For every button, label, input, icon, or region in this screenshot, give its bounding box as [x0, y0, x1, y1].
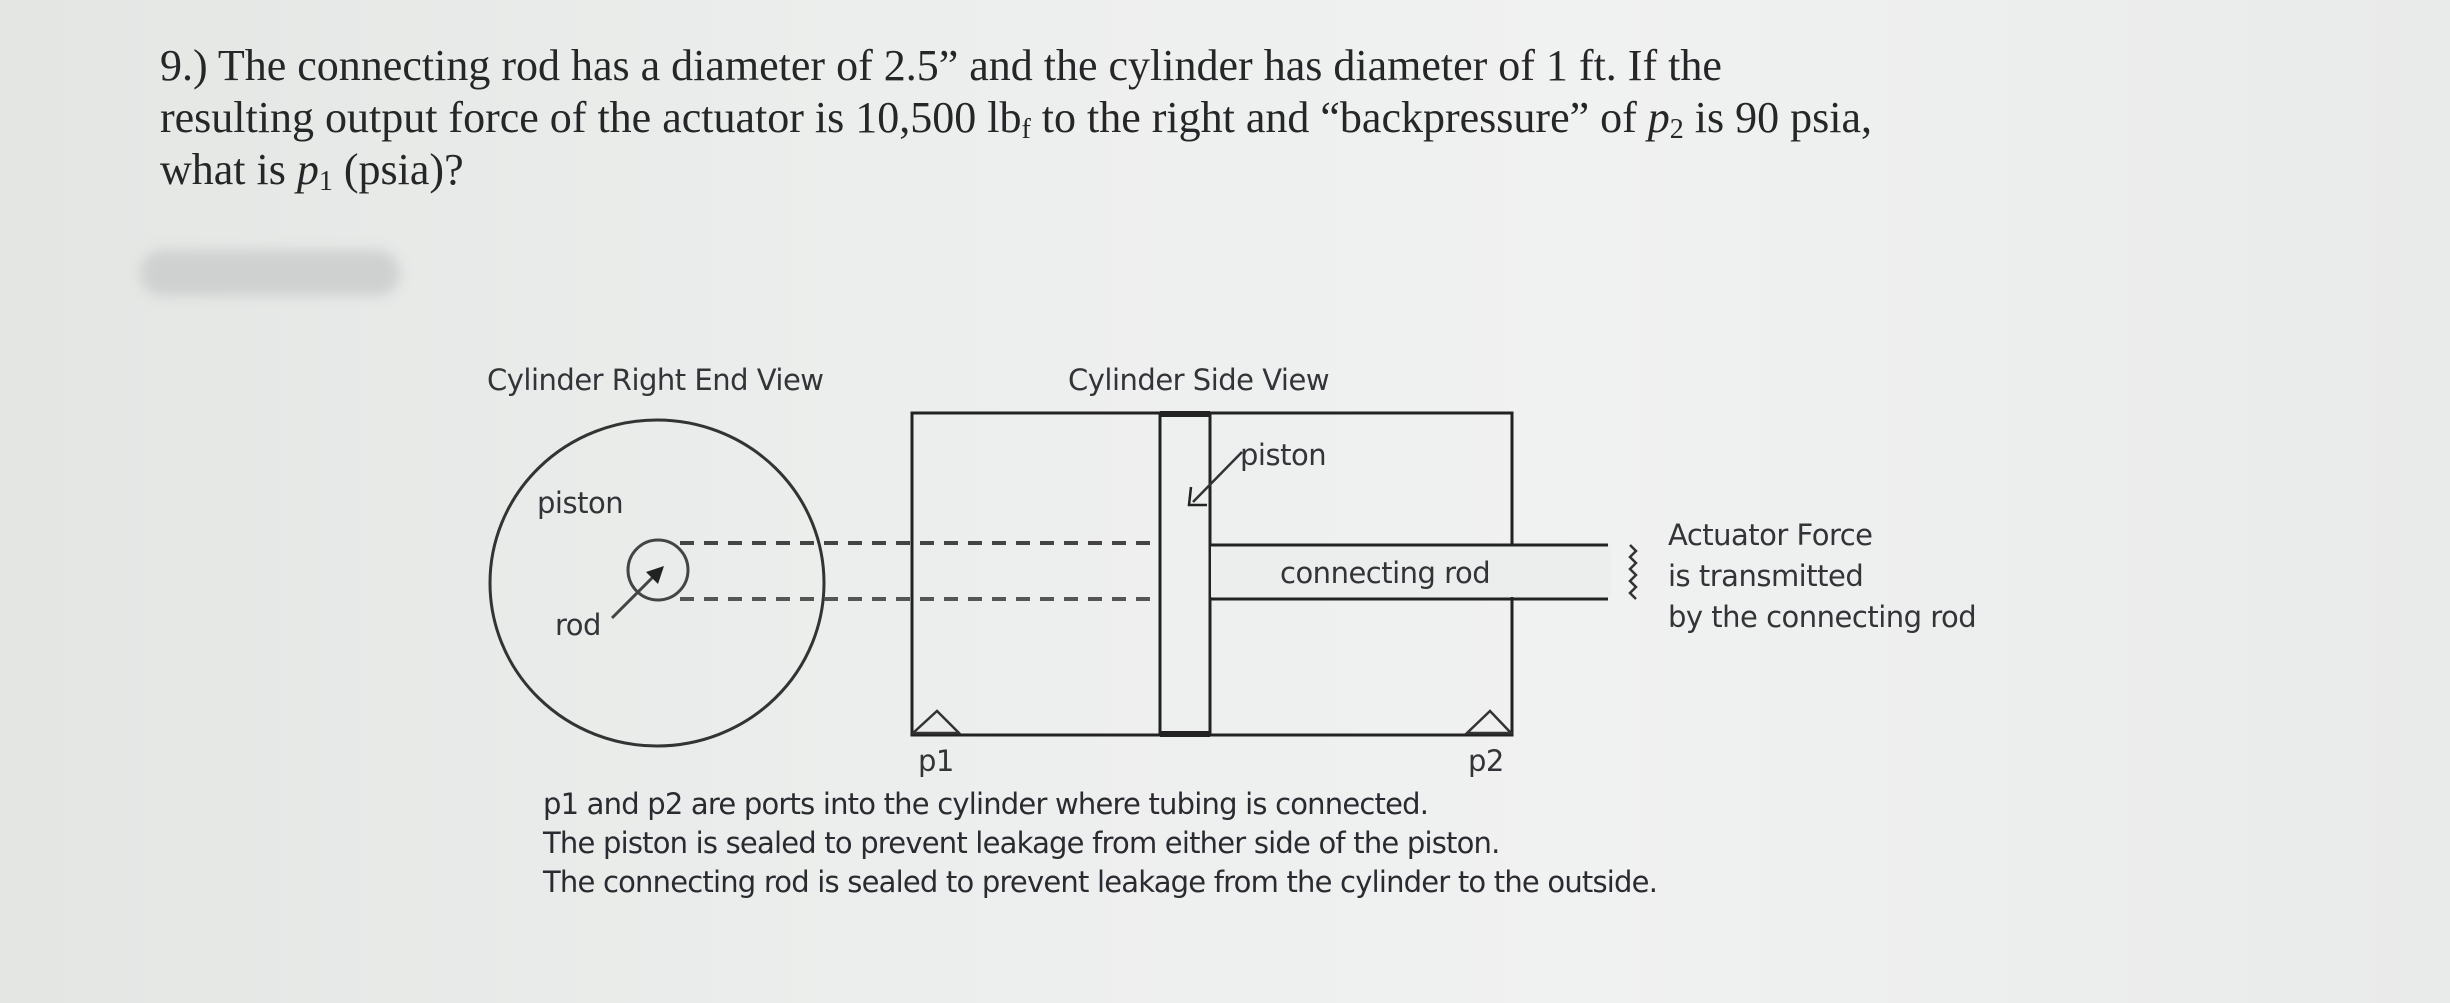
- end-view-rod-label: rod: [555, 608, 601, 642]
- end-view-rod-circle: [626, 538, 690, 602]
- note-ports: p1 and p2 are ports into the cylinder wh…: [543, 787, 1429, 821]
- port-p2-icon: [1463, 709, 1514, 735]
- variable-p1: p: [296, 145, 319, 194]
- redacted-smudge: [140, 250, 400, 296]
- force-note-line-1: Actuator Force: [1668, 518, 1873, 552]
- rod-break-icon: [1628, 544, 1638, 600]
- connecting-rod-label: connecting rod: [1280, 556, 1491, 590]
- end-view-cylinder-circle: [488, 418, 826, 748]
- question-line-1: 9.) The connecting rod has a diameter of…: [160, 41, 1722, 90]
- end-view-piston-label: piston: [537, 486, 624, 520]
- force-note-line-2: is transmitted: [1668, 559, 1864, 593]
- question-number: 9.): [160, 41, 208, 90]
- question-line-3: what is p1 (psia)?: [160, 145, 464, 197]
- end-view-title: Cylinder Right End View: [487, 363, 824, 397]
- question-line-2: resulting output force of the actuator i…: [160, 93, 1873, 145]
- rod-arrow-icon: [646, 566, 664, 584]
- side-view-title: Cylinder Side View: [1068, 363, 1330, 397]
- note-rod-seal: The connecting rod is sealed to prevent …: [543, 865, 1658, 899]
- port-p1-icon: [909, 709, 963, 735]
- variable-p2: p: [1647, 93, 1670, 142]
- piston-arrow-icon: [1187, 486, 1207, 507]
- port-p1-label: p1: [918, 744, 954, 778]
- side-view-piston: [1158, 411, 1212, 737]
- side-view-piston-label: piston: [1240, 438, 1327, 472]
- note-piston-seal: The piston is sealed to prevent leakage …: [543, 826, 1500, 860]
- force-note-line-3: by the connecting rod: [1668, 600, 1977, 634]
- question-text: 9.) The connecting rod has a diameter of…: [160, 40, 2410, 196]
- port-p2-label: p2: [1468, 744, 1504, 778]
- diagram-notes: p1 and p2 are ports into the cylinder wh…: [543, 785, 1658, 902]
